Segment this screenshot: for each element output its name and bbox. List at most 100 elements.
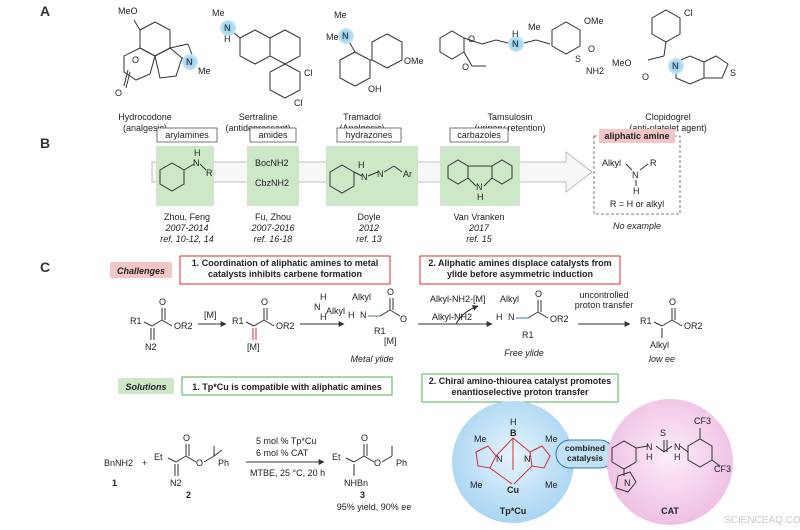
sertraline-me: Me [212, 8, 225, 18]
arylamines-title: arylamines [165, 130, 209, 140]
aliphatic-alkyl: Alkyl [602, 158, 621, 168]
challenge-2-fo: 2. Aliphatic amines displace catalysts f… [428, 258, 612, 279]
carbazoles-title: carbazoles [457, 130, 501, 140]
solution-2-text: 2. Chiral amino-thiourea catalyst promot… [428, 376, 612, 397]
rxn-ph: Ph [218, 458, 229, 468]
amides-authors: Fu, Zhou [255, 212, 291, 222]
hydrazones-authors: Doyle [357, 212, 380, 222]
amide-boc: BocNH2 [255, 158, 289, 168]
ylide-o-minus: O [400, 314, 407, 324]
mech-r1-a: R1 [130, 316, 142, 326]
tamsulosin-o3: O [588, 44, 595, 54]
ylide-o: O [387, 287, 394, 297]
arylamines-authors: Zhou, Feng [164, 212, 210, 222]
hydrocodone-structure: MeO O O N Me [115, 6, 211, 98]
cat-h2: H [674, 452, 681, 462]
aliphatic-amine-title: aliphatic amine [604, 131, 669, 141]
tpcu-structure: Me Me Me Me H B N N Cu [470, 417, 558, 495]
mech-or2-a: OR2 [174, 321, 193, 331]
mech-or2-b: OR2 [276, 321, 295, 331]
cat-s: S [660, 428, 666, 438]
hydrocodone-name: Hydrocodone [118, 112, 172, 122]
mech-o-a: O [159, 297, 166, 307]
arylamines-years: 2007-2014 [164, 223, 208, 233]
transfer-fo: uncontrolled proton transfer [575, 290, 634, 310]
prod-or2: OR2 [684, 321, 703, 331]
rxn-prod-o2: O [374, 458, 381, 468]
prod-nh-alkyl: Alkyl [650, 340, 669, 350]
tamsulosin-structure: O O H N Me OMe O S NH2 [439, 16, 604, 76]
sertraline-name: Sertraline [239, 112, 278, 122]
displace-label-1: Alkyl-NH2-[M] [430, 294, 486, 304]
amides-years: 2007-2016 [250, 223, 294, 233]
tpcu-me4: Me [545, 480, 558, 490]
rxn-prod-ph: Ph [396, 458, 407, 468]
clopidogrel-structure: Cl MeO O N S [612, 8, 736, 85]
tamsulosin-name: Tamsulosin [487, 112, 532, 122]
rxn-cond2: 6 mol % CAT [256, 448, 309, 458]
challenge-2-text: 2. Aliphatic amines displace catalysts f… [428, 258, 612, 279]
hydrazones-box [326, 146, 418, 206]
hydrocodone-meo: MeO [118, 6, 138, 16]
rxn-o2: O [196, 458, 203, 468]
carbazoles-title-box [449, 127, 509, 143]
prod-o: O [669, 297, 676, 307]
sertraline-cl1: Cl [304, 68, 313, 78]
watermark: SCIENCEAQ.COM [724, 515, 800, 526]
solution-2-box [421, 373, 619, 403]
prod-r1: R1 [640, 316, 652, 326]
tamsulosin-use: (urinary retention) [474, 123, 545, 133]
mech-metal-ylide: Alkyl H N O O R1 [M] [348, 287, 407, 346]
tpcu-h: H [510, 417, 517, 427]
hydrazone-h: H [358, 160, 365, 170]
rxn-plus: + [142, 458, 147, 468]
rxn-product: Et O O Ph NHBn [332, 433, 407, 488]
arylamine-h: H [194, 148, 201, 158]
mech-o-b: O [261, 297, 268, 307]
challenges-tag-bg [110, 262, 172, 278]
carbazoles-box [440, 146, 520, 206]
cat-n1: N [646, 442, 653, 452]
free-h: H [496, 312, 503, 322]
solutions-tag-bg [118, 378, 174, 394]
rxn-n2: N2 [170, 478, 182, 488]
hydrocodone-o-ring: O [132, 55, 139, 65]
tramadol-oh: OH [368, 84, 382, 94]
tamsulosin-ome: OMe [584, 16, 604, 26]
tpcu-n2: N [524, 454, 531, 464]
mech-free-ylide: Alkyl H N O OR2 R1 [496, 289, 569, 340]
tpcu-me2: Me [545, 434, 558, 444]
tpcu-n1: N [496, 454, 503, 464]
mech-diazo: R1 O OR2 N2 [130, 297, 193, 352]
challenge-1-text: 1. Coordination of aliphatic amines to m… [191, 258, 379, 279]
amides-title: amides [258, 130, 288, 140]
rxn-diazo: Et O O Ph N2 [154, 433, 229, 488]
rxn-o1: O [183, 433, 190, 443]
tamsulosin-o2: O [462, 62, 469, 72]
ylide-n: N [360, 310, 367, 320]
tramadol-name: Tramadol [343, 112, 381, 122]
section-b-label: B [40, 135, 50, 151]
arylamine-r: R [206, 168, 213, 178]
carbazoles-ref: ref. 15 [466, 234, 493, 244]
carbazoles-years: 2017 [468, 223, 490, 233]
rxn-amine: BnNH2 [104, 458, 133, 468]
aliphatic-status: No example [613, 221, 661, 231]
metal-ylide-label: Metal ylide [350, 354, 393, 364]
rxn-prod-et: Et [332, 452, 341, 462]
rxn-product-num: 3 [360, 490, 365, 500]
rxn-prod-nhbn: NHBn [344, 478, 368, 488]
hydrazone-ar: Ar [403, 169, 412, 179]
hydrazones-ref: ref. 13 [356, 234, 382, 244]
aliphatic-note: R = H or alkyl [610, 199, 664, 209]
challenge-1-box [179, 255, 391, 285]
free-alkyl: Alkyl [500, 294, 519, 304]
solution-2-fo: 2. Chiral amino-thiourea catalyst promot… [428, 376, 612, 397]
mech-amine-h1: H [320, 292, 327, 302]
displace-label-2: Alkyl-NH2 [432, 312, 472, 322]
cat-sphere [607, 399, 733, 525]
rxn-result: 95% yield, 90% ee [337, 502, 412, 512]
hydrocodone-n: N [186, 57, 193, 67]
section-a-label: A [40, 3, 50, 19]
